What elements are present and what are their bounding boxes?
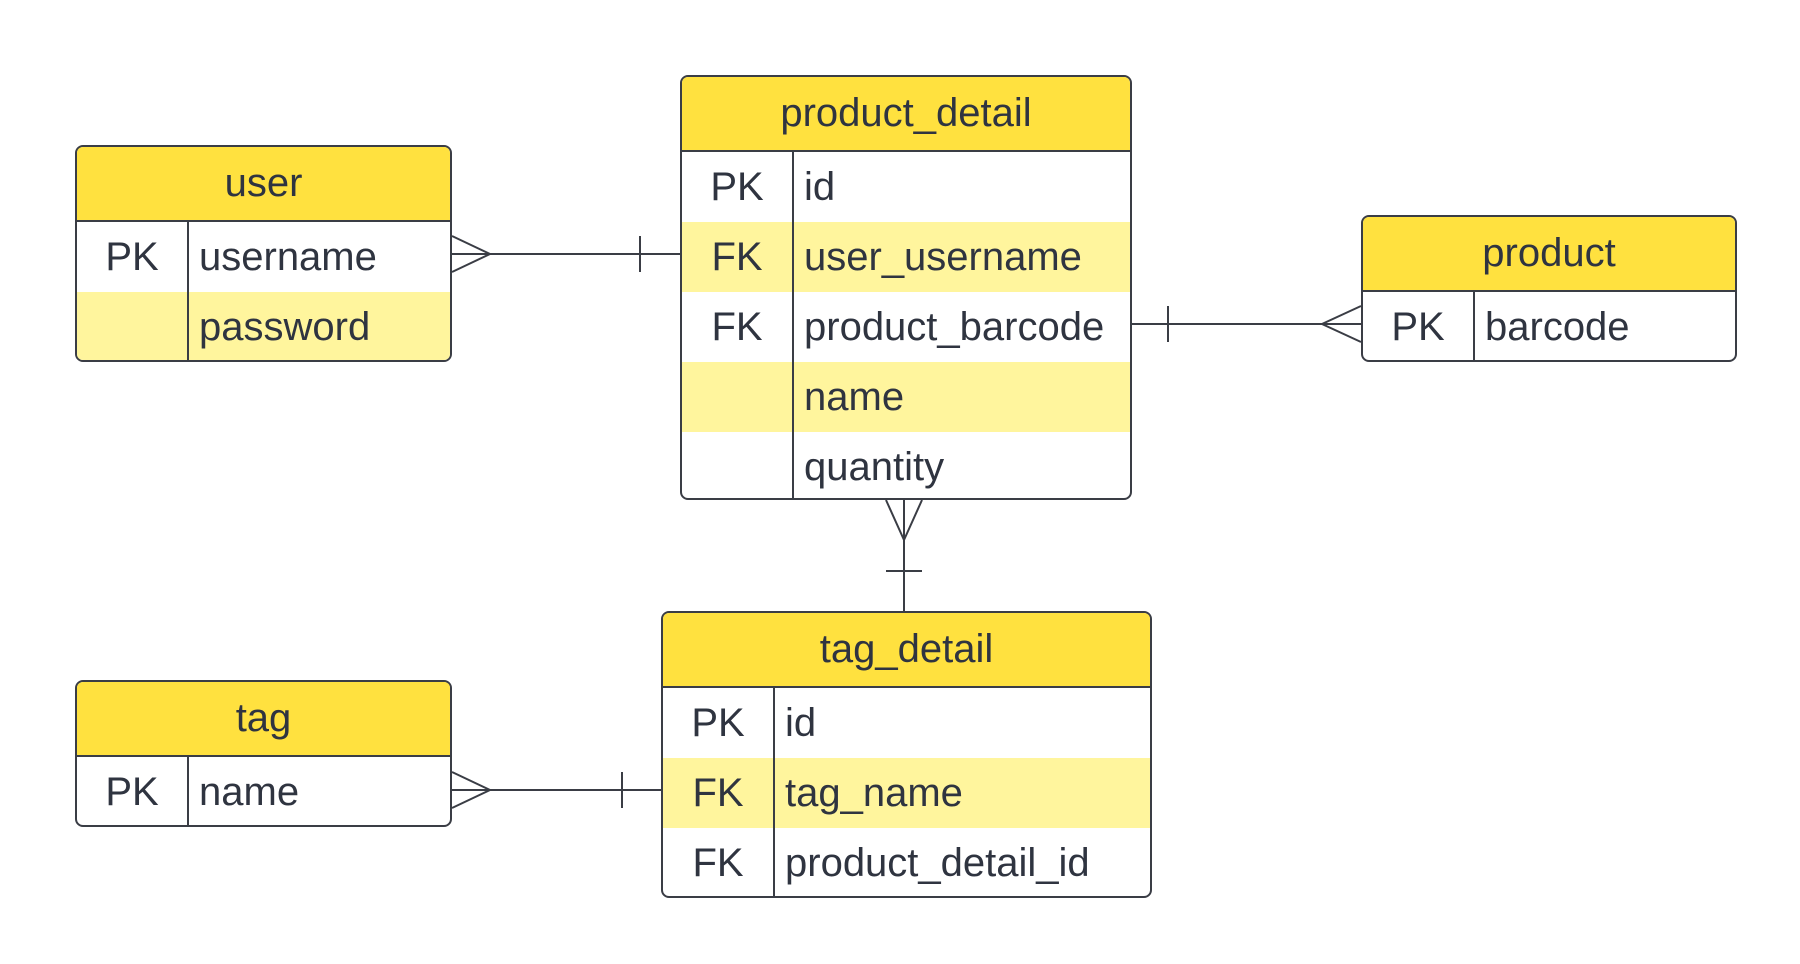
field-name: username xyxy=(199,234,377,279)
relationship-tag-tag-detail xyxy=(451,771,661,809)
crow-foot-many-icon xyxy=(885,499,923,543)
key-label: PK xyxy=(1363,292,1475,360)
entity-title: product_detail xyxy=(682,77,1130,152)
entity-row: password xyxy=(77,292,450,360)
key-label xyxy=(682,362,794,432)
crow-foot-many-icon xyxy=(451,235,493,273)
entity-product[interactable]: product PK barcode xyxy=(1361,215,1737,362)
entity-row: quantity xyxy=(682,432,1130,498)
field-name: password xyxy=(199,304,371,349)
entity-tag-detail[interactable]: tag_detail PK id FK tag_name FK product_… xyxy=(661,611,1152,898)
key-label: PK xyxy=(77,757,189,825)
entity-row: PK id xyxy=(663,688,1150,758)
crow-foot-many-icon xyxy=(1319,305,1362,343)
key-label: FK xyxy=(663,758,775,828)
entity-row: FK user_username xyxy=(682,222,1130,292)
key-label: FK xyxy=(663,828,775,896)
relationship-user-product-detail xyxy=(451,235,680,273)
entity-row: PK id xyxy=(682,152,1130,222)
field-name: product_barcode xyxy=(804,304,1105,349)
key-label: PK xyxy=(682,152,794,222)
field-name: quantity xyxy=(804,444,945,489)
field-name: product_detail_id xyxy=(785,840,1090,885)
entity-row: PK name xyxy=(77,757,450,825)
entity-row: FK product_detail_id xyxy=(663,828,1150,896)
key-label: FK xyxy=(682,222,794,292)
entity-user[interactable]: user PK username password xyxy=(75,145,452,362)
key-label xyxy=(682,432,794,498)
entity-row: PK username xyxy=(77,222,450,292)
entity-row: name xyxy=(682,362,1130,432)
field-name: user_username xyxy=(804,234,1082,279)
field-name: id xyxy=(785,700,817,745)
field-name: name xyxy=(199,769,300,814)
field-name: tag_name xyxy=(785,770,963,815)
key-label: PK xyxy=(77,222,189,292)
entity-row: PK barcode xyxy=(1363,292,1735,360)
entity-row: FK tag_name xyxy=(663,758,1150,828)
entity-title: tag_detail xyxy=(663,613,1150,688)
key-label: PK xyxy=(663,688,775,758)
entity-title: tag xyxy=(77,682,450,757)
field-name: id xyxy=(804,164,836,209)
entity-title: user xyxy=(77,147,450,222)
entity-product-detail[interactable]: product_detail PK id FK user_username FK… xyxy=(680,75,1132,500)
key-label xyxy=(77,292,189,360)
key-label: FK xyxy=(682,292,794,362)
entity-tag[interactable]: tag PK name xyxy=(75,680,452,827)
field-name: name xyxy=(804,374,905,419)
relationship-product-detail-tag-detail xyxy=(885,499,923,611)
crow-foot-many-icon xyxy=(451,771,493,809)
field-name: barcode xyxy=(1485,304,1630,349)
relationship-product-detail-product xyxy=(1132,305,1362,343)
entity-title: product xyxy=(1363,217,1735,292)
entity-row: FK product_barcode xyxy=(682,292,1130,362)
